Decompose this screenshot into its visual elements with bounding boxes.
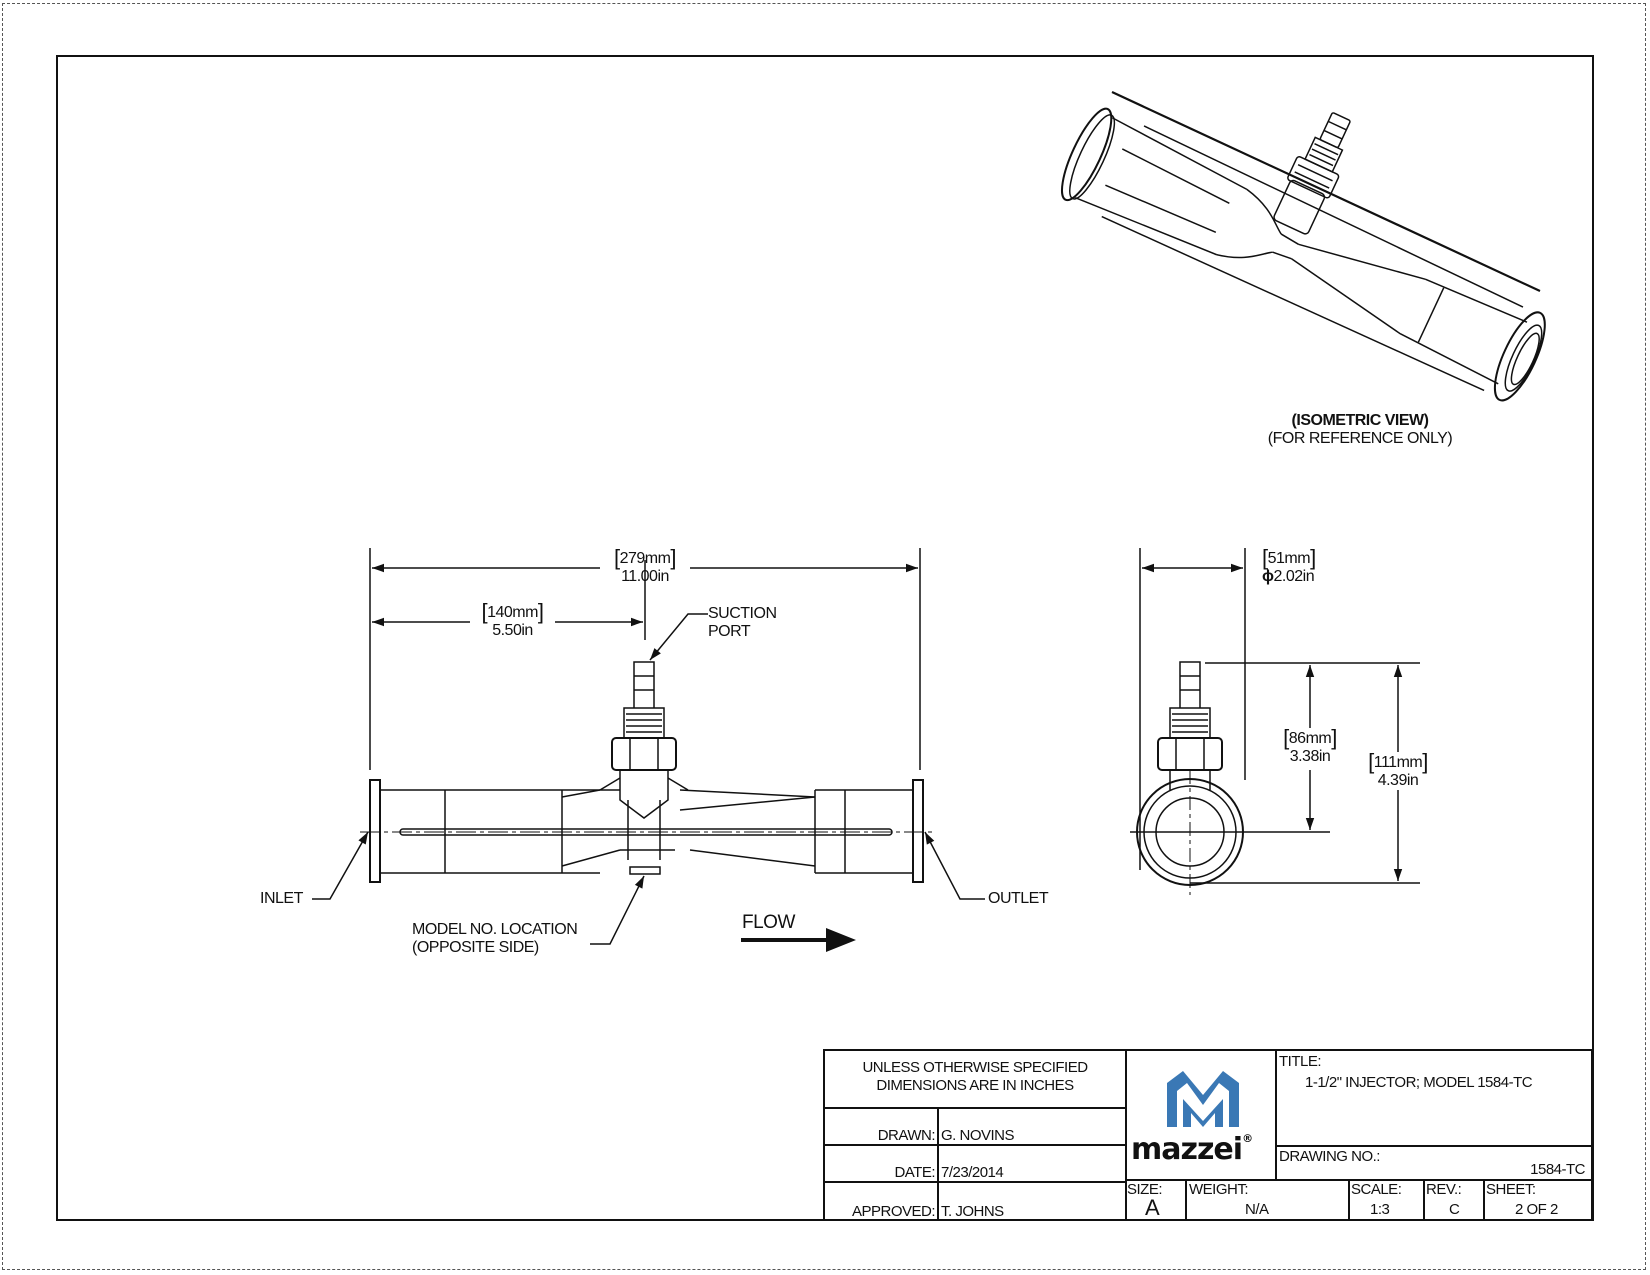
drawing-no-value: 1584-TC bbox=[1530, 1161, 1585, 1178]
mazzei-logo-mark bbox=[1167, 1071, 1239, 1127]
date-label: DATE: bbox=[894, 1164, 935, 1181]
sheet-label: SHEET: bbox=[1486, 1181, 1536, 1198]
overall-length-in: 11.00in bbox=[621, 568, 669, 585]
size-label: SIZE: bbox=[1127, 1181, 1163, 1198]
weight-label: WEIGHT: bbox=[1189, 1181, 1249, 1198]
height-111-mm: 111mm bbox=[1373, 754, 1423, 771]
isometric-title: (ISOMETRIC VIEW) bbox=[1291, 412, 1429, 429]
weight-value: N/A bbox=[1245, 1201, 1269, 1218]
diameter-in: 2.02in bbox=[1273, 568, 1315, 585]
height-86-mm: 86mm bbox=[1288, 730, 1332, 747]
isometric-outline-thick bbox=[1111, 91, 1541, 292]
sheet-value: 2 OF 2 bbox=[1515, 1201, 1558, 1218]
half-length-mm: 140mm bbox=[487, 604, 538, 621]
approved-label: APPROVED: bbox=[851, 1203, 936, 1220]
diameter-mm: 51mm bbox=[1267, 550, 1311, 567]
overall-length-mm: 279mm bbox=[619, 550, 671, 567]
scale-label: SCALE: bbox=[1351, 1181, 1402, 1198]
height-111-dim: [111mm] 4.39in bbox=[1368, 749, 1428, 790]
overall-length-dim: [279mm] 11.00in bbox=[613, 545, 677, 586]
half-length-dim: [140mm] 5.50in bbox=[481, 599, 544, 640]
height-86-in: 3.38in bbox=[1289, 748, 1331, 765]
diameter-symbol: ϕ bbox=[1262, 568, 1274, 585]
date-value: 7/23/2014 bbox=[941, 1164, 1004, 1181]
height-111-in: 4.39in bbox=[1377, 772, 1419, 789]
approved-value: T. JOHNS bbox=[941, 1203, 1004, 1220]
registered-mark: ® bbox=[1242, 1132, 1253, 1145]
mazzei-logo-text: mazzei® bbox=[1131, 1132, 1253, 1167]
height-86-dim: [86mm] 3.38in bbox=[1283, 725, 1337, 766]
rev-value: C bbox=[1449, 1201, 1460, 1218]
model-location-label: MODEL NO. LOCATION(OPPOSITE SIDE) bbox=[412, 921, 578, 956]
flow-label: FLOW bbox=[742, 912, 795, 933]
drawn-value: G. NOVINS bbox=[941, 1127, 1015, 1144]
side-view bbox=[1130, 548, 1420, 895]
outlet-label: OUTLET bbox=[988, 890, 1049, 907]
scale-value: 1:3 bbox=[1370, 1201, 1390, 1218]
title-value: 1-1/2" INJECTOR; MODEL 1584-TC bbox=[1305, 1074, 1533, 1091]
size-value: A bbox=[1145, 1195, 1160, 1220]
front-view bbox=[312, 548, 985, 952]
isometric-injector bbox=[1060, 107, 1546, 402]
half-length-in: 5.50in bbox=[492, 622, 533, 639]
drawn-label: DRAWN: bbox=[877, 1127, 936, 1144]
diameter-dim: [51mm] ϕ2.02in bbox=[1262, 545, 1316, 586]
sheet-dashed-border bbox=[2, 3, 1646, 1270]
drawing-no-label: DRAWING NO.: bbox=[1279, 1148, 1380, 1165]
isometric-subtitle: (FOR REFERENCE ONLY) bbox=[1267, 430, 1453, 447]
rev-label: REV.: bbox=[1426, 1181, 1462, 1198]
title-label: TITLE: bbox=[1279, 1053, 1322, 1070]
inlet-label: INLET bbox=[260, 890, 303, 907]
